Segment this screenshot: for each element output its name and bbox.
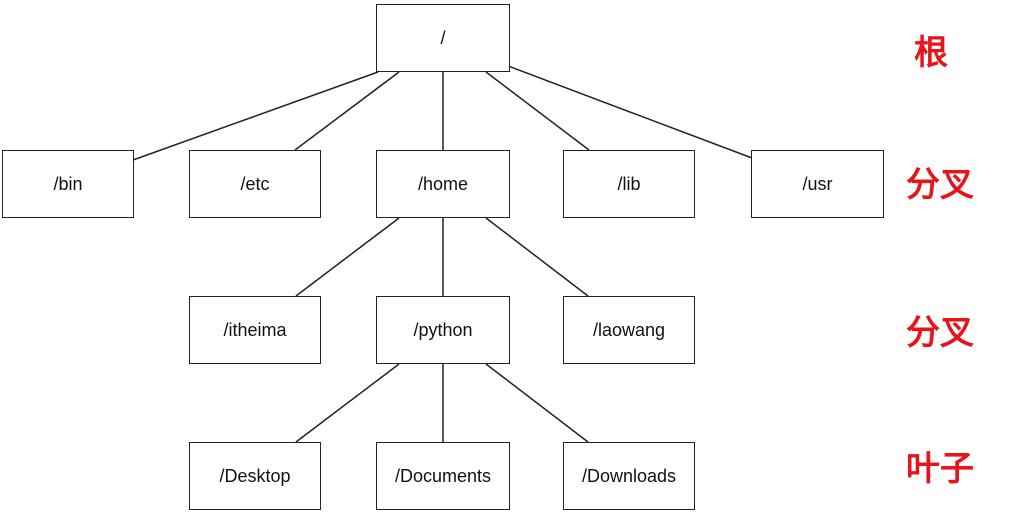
label-branch-1: 分叉 (906, 165, 974, 205)
node-downloads: /Downloads (563, 442, 695, 510)
label-root: 根 (914, 33, 948, 73)
node-usr: /usr (751, 150, 884, 218)
node-laowang: /laowang (563, 296, 695, 364)
node-home: /home (376, 150, 510, 218)
edge-root-lib (485, 71, 590, 151)
edge-python-desktop (295, 363, 400, 443)
edge-root-usr (507, 65, 753, 159)
node-documents: /Documents (376, 442, 510, 510)
node-root: / (376, 4, 510, 72)
node-desktop: /Desktop (189, 442, 321, 510)
label-leaf: 叶子 (906, 449, 974, 489)
edge-python-downloads (485, 363, 589, 443)
node-etc: /etc (189, 150, 321, 218)
edge-root-etc (294, 71, 400, 151)
node-python: /python (376, 296, 510, 364)
label-branch-2: 分叉 (906, 313, 974, 353)
node-lib: /lib (563, 150, 695, 218)
edge-home-laowang (485, 217, 589, 297)
node-bin: /bin (2, 150, 134, 218)
edge-home-itheima (295, 217, 400, 297)
edge-root-bin (132, 71, 379, 161)
node-itheima: /itheima (189, 296, 321, 364)
